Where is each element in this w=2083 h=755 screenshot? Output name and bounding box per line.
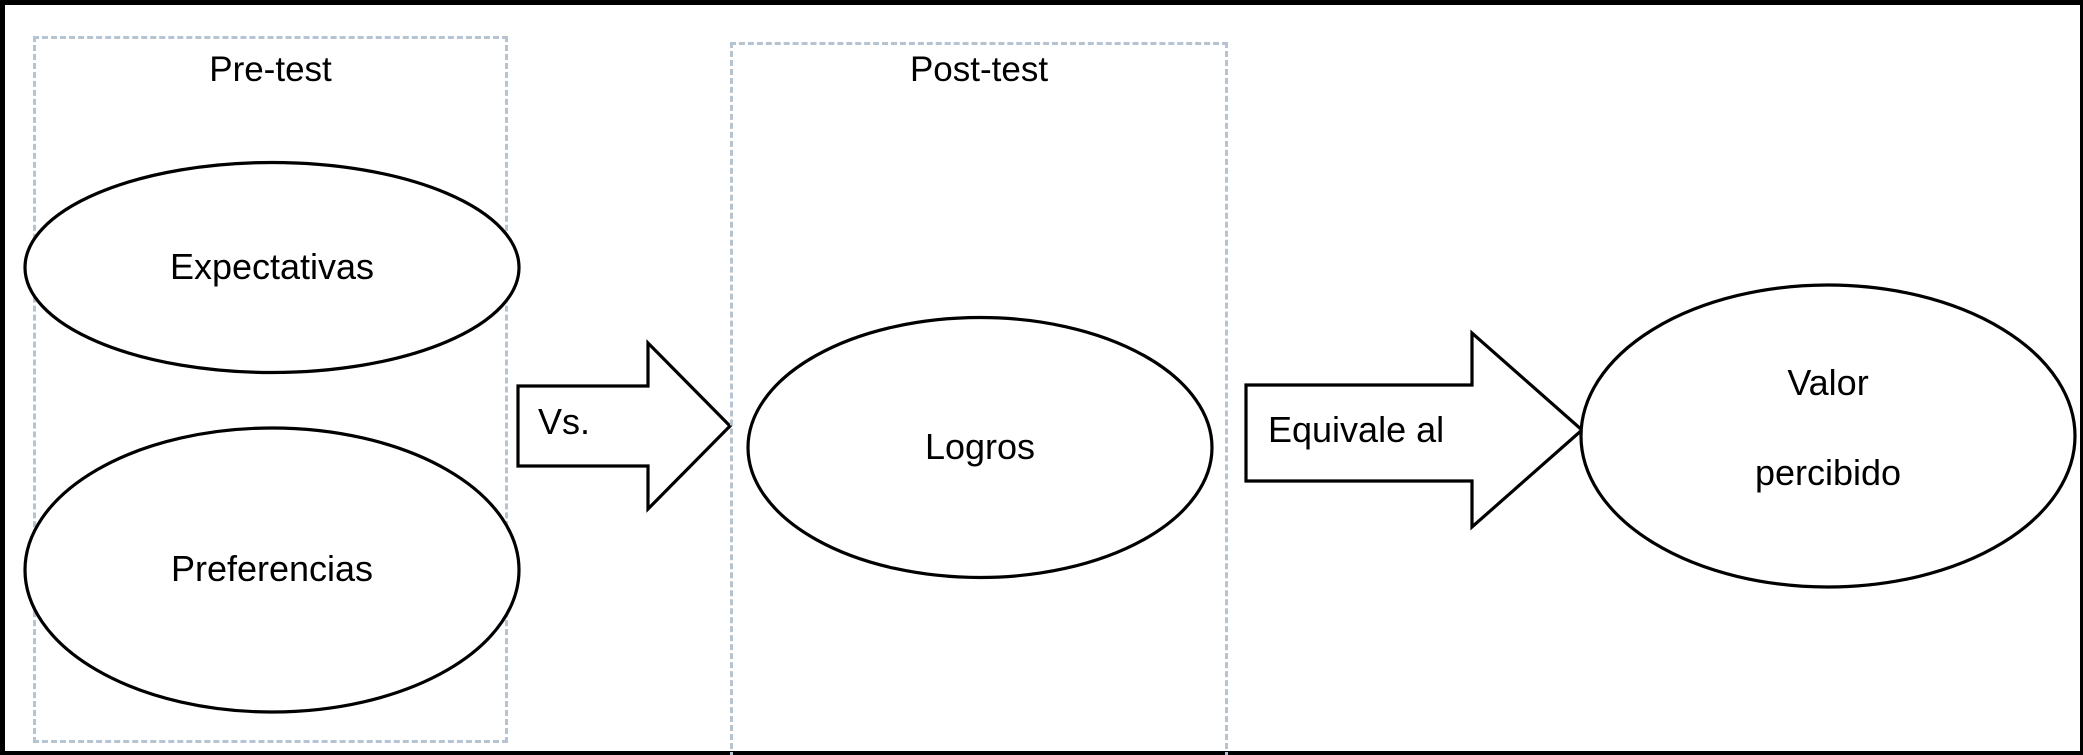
vs-arrow-shape	[516, 339, 733, 513]
node-preferencias[interactable]: Preferencias	[22, 425, 522, 715]
node-expectativas[interactable]: Expectativas	[22, 160, 522, 375]
group-box-pre-test	[33, 36, 508, 743]
expectativas-ellipse-shape	[23, 160, 521, 375]
group-label-pre-test: Pre-test	[209, 50, 332, 89]
arrow-vs[interactable]: Vs.	[516, 339, 733, 513]
group-box-post-test	[730, 42, 1228, 755]
group-label-post-test: Post-test	[909, 50, 1049, 89]
preferencias-ellipse-shape	[23, 426, 521, 714]
node-valor-percibido[interactable]: Valor percibido	[1578, 282, 2078, 590]
equivale-al-arrow-shape	[1244, 329, 1585, 531]
arrow-equivale-al[interactable]: Equivale al	[1244, 329, 1585, 531]
node-logros[interactable]: Logros	[745, 315, 1215, 580]
valor-percibido-ellipse-shape	[1579, 283, 2077, 589]
logros-ellipse-shape	[746, 315, 1214, 580]
